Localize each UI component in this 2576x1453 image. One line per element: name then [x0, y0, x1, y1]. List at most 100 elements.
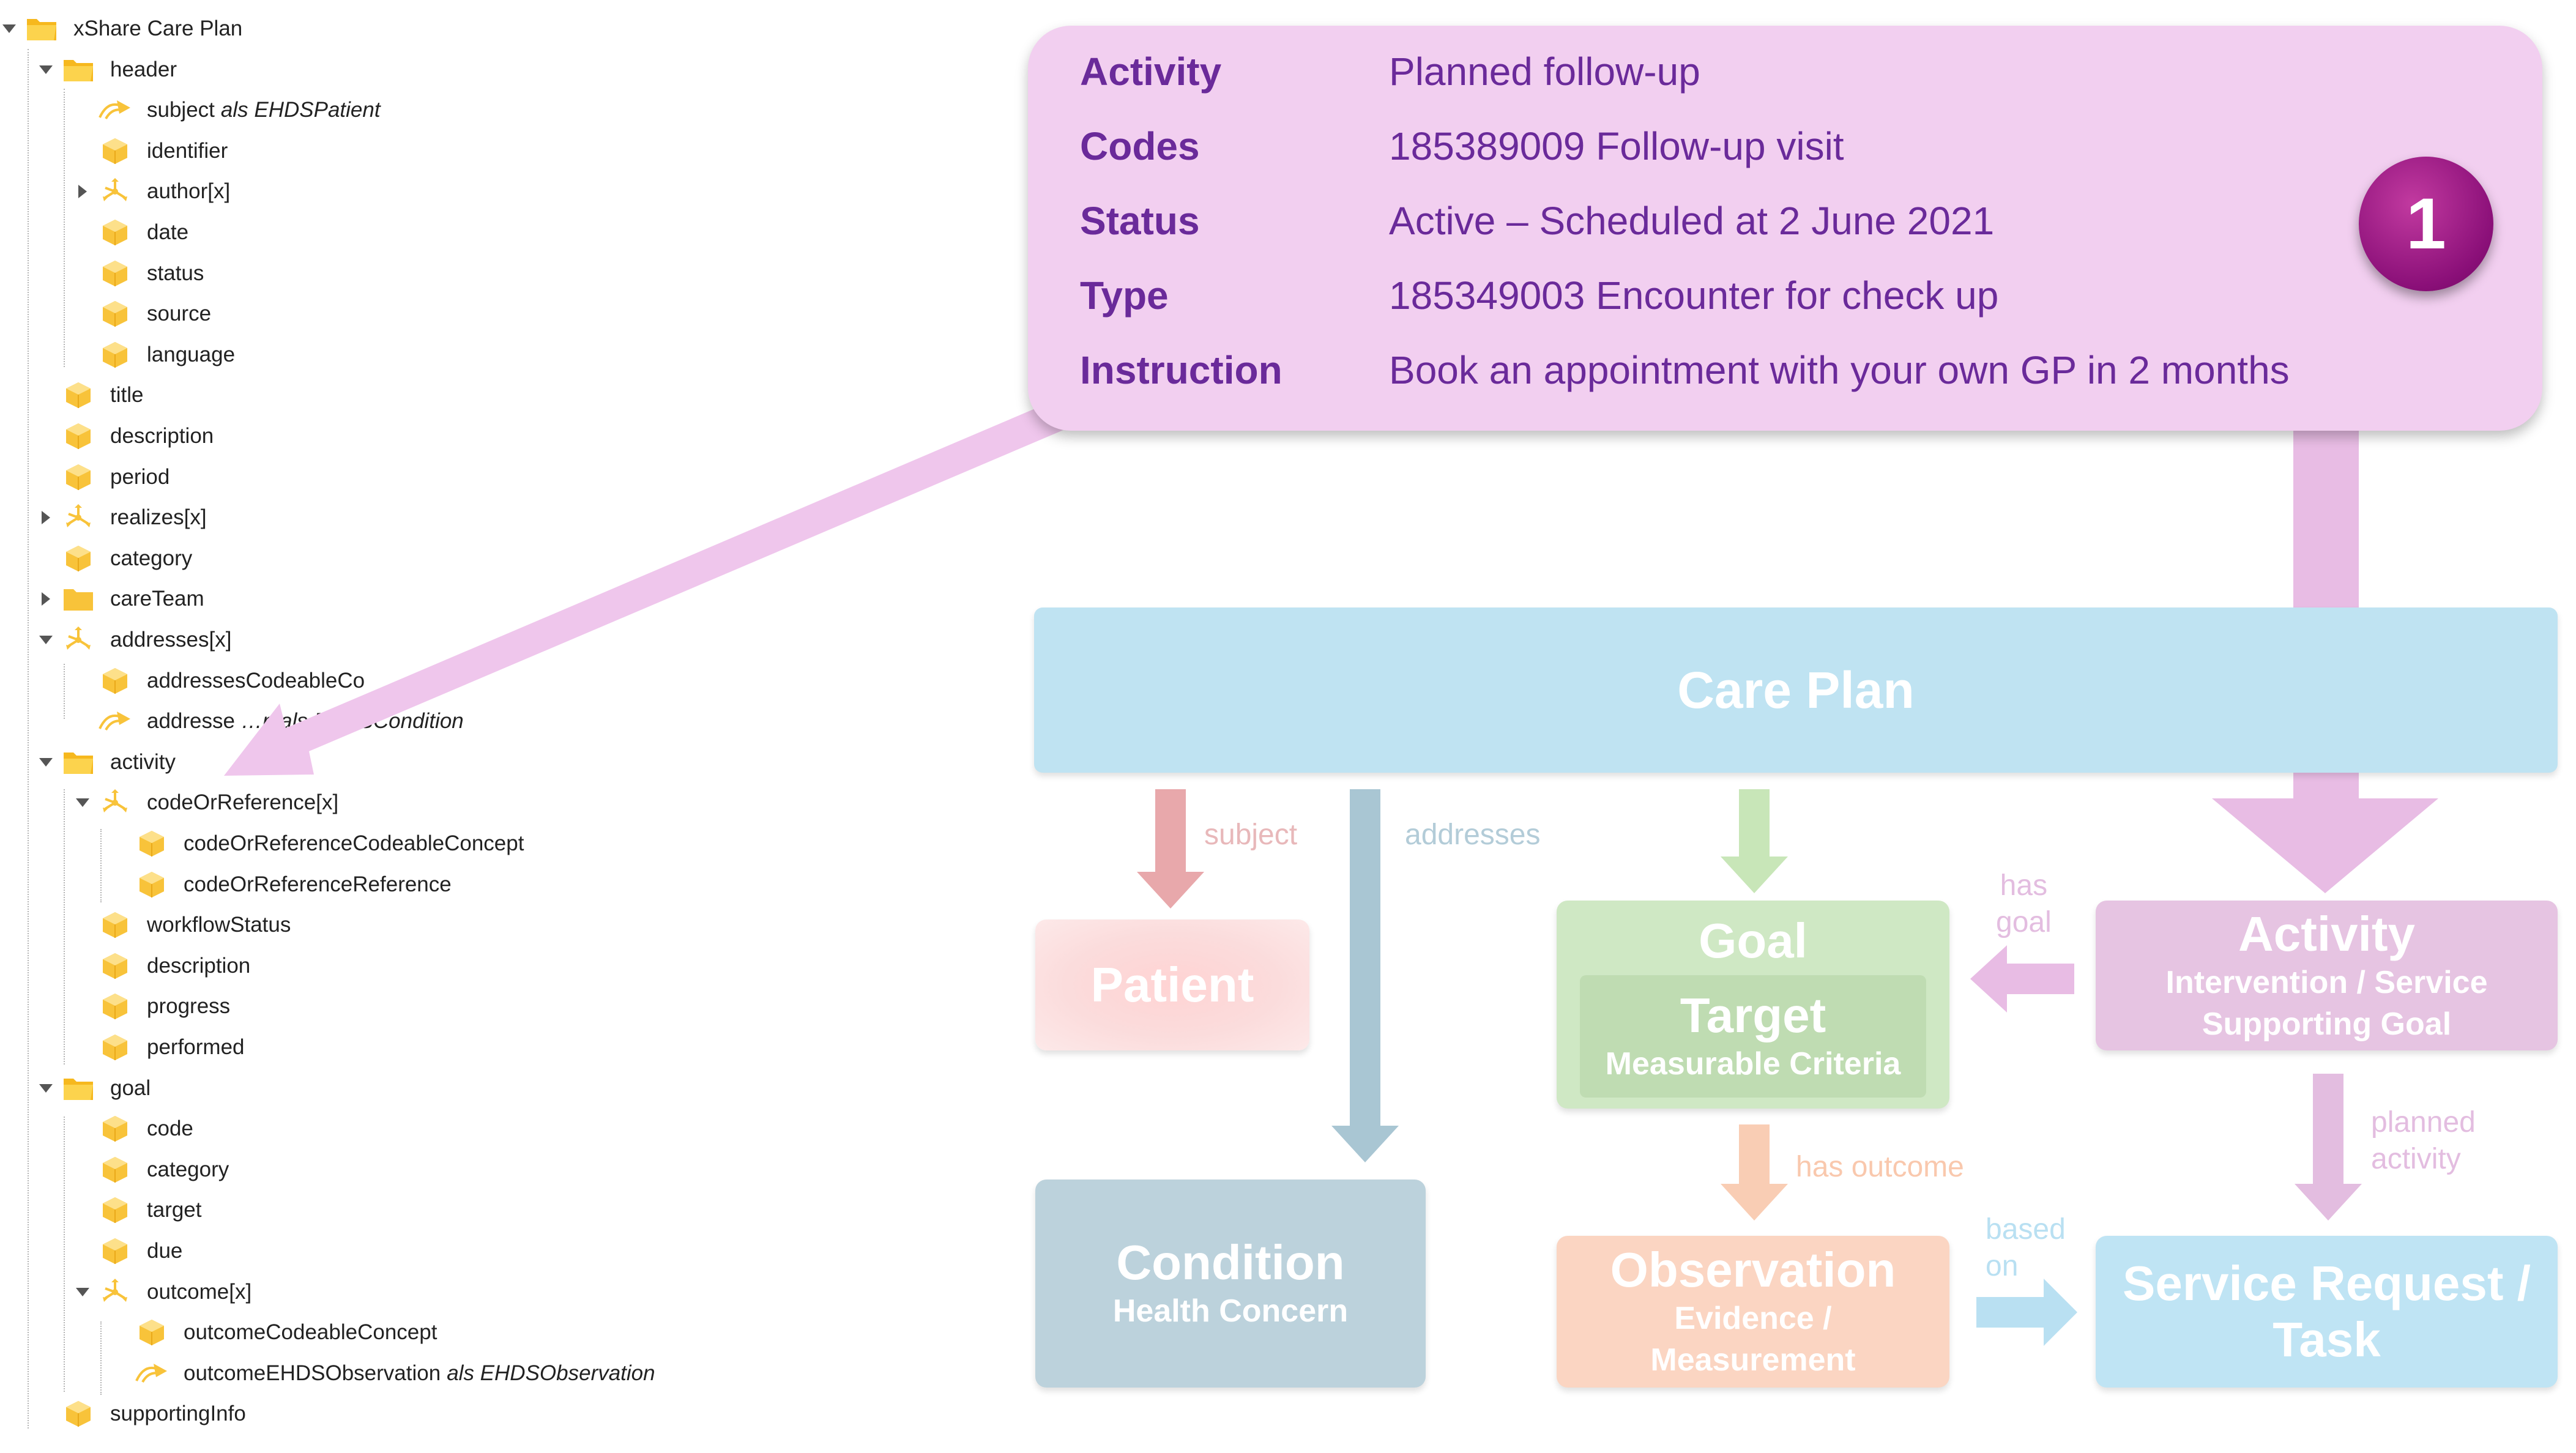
- tree-row[interactable]: category: [73, 1151, 229, 1188]
- tree-row[interactable]: codeOrReference[x]: [73, 784, 338, 821]
- tree-row[interactable]: xShare Care Plan: [0, 10, 242, 47]
- tree-row[interactable]: codeOrReferenceReference: [110, 866, 452, 903]
- open-folder-icon: [61, 53, 95, 87]
- observation-line-2: Measurement: [1650, 1342, 1856, 1378]
- tree-row-label: codeOrReferenceCodeableConcept: [184, 831, 524, 855]
- element-icon: [61, 378, 95, 412]
- choice-icon: [98, 174, 132, 209]
- edge-label-has-goal: has goal: [1996, 868, 2052, 941]
- element-icon: [98, 1153, 132, 1187]
- tree-row[interactable]: realizes[x]: [37, 499, 207, 536]
- choice-icon: [98, 786, 132, 820]
- addresses-arrow: [1331, 789, 1399, 1162]
- tree-row-label: status: [147, 261, 204, 285]
- tree-row-label: careTeam: [110, 587, 204, 611]
- target-label: Target: [1680, 988, 1826, 1043]
- tree-row[interactable]: performed: [73, 1029, 245, 1066]
- tree-row[interactable]: outcome[x]: [73, 1274, 251, 1310]
- tree-guide-line: [64, 664, 65, 719]
- caret-right-icon[interactable]: [37, 590, 55, 608]
- tree-row-label: addresse: [147, 709, 235, 733]
- planned-activity-arrow: [2295, 1074, 2362, 1221]
- open-folder-icon: [24, 12, 59, 46]
- edge-label-based-1: based: [1986, 1213, 2066, 1246]
- tree-row-label: description: [147, 954, 251, 978]
- tree-row[interactable]: codeOrReferenceCodeableConcept: [110, 825, 524, 862]
- caret-right-icon[interactable]: [37, 508, 55, 527]
- tree-row[interactable]: category: [37, 540, 192, 577]
- caret-down-icon[interactable]: [37, 631, 55, 649]
- based-on-arrow: [1976, 1279, 2077, 1346]
- tree-row-label: title: [110, 383, 144, 407]
- tree-row-label: code: [147, 1117, 193, 1140]
- edge-label-has-goal-2: goal: [1996, 906, 2052, 938]
- caret-down-icon[interactable]: [73, 1283, 92, 1301]
- reference-icon: [135, 1356, 169, 1391]
- tree-row-label: description: [110, 424, 214, 448]
- tree-row[interactable]: description: [73, 948, 250, 984]
- edge-label-based-2: on: [1986, 1250, 2019, 1282]
- element-icon: [98, 949, 132, 983]
- tree-row-label: period: [110, 465, 170, 489]
- tree-row[interactable]: code: [73, 1110, 193, 1147]
- tree-row[interactable]: careTeam: [37, 581, 204, 617]
- activity-callout: Activity Planned follow-up Codes 1853890…: [1028, 26, 2542, 431]
- edge-label-has-outcome: has outcome: [1796, 1151, 1964, 1183]
- tree-guide-line: [100, 829, 102, 902]
- open-folder-icon: [61, 1071, 95, 1106]
- tree-row-label: author[x]: [147, 179, 231, 203]
- tree-row[interactable]: source: [73, 295, 211, 332]
- tree-row[interactable]: period: [37, 459, 169, 496]
- tree-row[interactable]: supportingInfo: [37, 1395, 246, 1432]
- tree-row-label: outcomeEHDSObservation: [184, 1361, 441, 1385]
- tree-guide-line: [64, 1117, 65, 1392]
- tree-row[interactable]: addressesCodeableCo: [73, 663, 365, 699]
- reference-icon: [98, 93, 132, 127]
- element-icon: [98, 989, 132, 1024]
- tree-row[interactable]: goal: [37, 1070, 151, 1107]
- edge-label-based-on: based on: [1986, 1211, 2066, 1285]
- callout-value-codes: 185389009 Follow-up visit: [1389, 124, 1844, 168]
- care-plan-box: Care Plan: [1034, 608, 2558, 773]
- element-icon: [98, 1112, 132, 1146]
- element-icon: [135, 827, 169, 861]
- caret-down-icon[interactable]: [0, 20, 18, 38]
- tree-guide-line: [100, 1321, 102, 1395]
- activity-box: Activity Intervention / Service Supporti…: [2096, 901, 2558, 1050]
- tree-row-label: addresses[x]: [110, 628, 232, 652]
- tree-row-label: addressesCodeableCo: [147, 669, 365, 693]
- tree-row[interactable]: language: [73, 336, 235, 373]
- caret-down-icon[interactable]: [37, 61, 55, 79]
- tree-row[interactable]: progress: [73, 988, 230, 1025]
- edge-label-planned-1: planned: [2371, 1106, 2476, 1139]
- tree-row[interactable]: addresses[x]: [37, 622, 231, 658]
- tree-row[interactable]: description: [37, 418, 214, 455]
- activity-label: Activity: [2238, 906, 2415, 961]
- tree-row[interactable]: status: [73, 255, 204, 292]
- tree-row[interactable]: identifier: [73, 133, 228, 169]
- tree-row[interactable]: workflowStatus: [73, 907, 291, 943]
- choice-icon: [61, 623, 95, 657]
- tree-row[interactable]: activity: [37, 744, 176, 781]
- caret-down-icon[interactable]: [37, 753, 55, 771]
- element-icon: [61, 541, 95, 576]
- caret-down-icon[interactable]: [37, 1079, 55, 1098]
- tree-row[interactable]: header: [37, 51, 177, 88]
- tree-row[interactable]: author[x]: [73, 173, 230, 210]
- tree-row-label: category: [147, 1158, 229, 1181]
- tree-row-label: outcomeCodeableConcept: [184, 1320, 437, 1344]
- caret-down-icon[interactable]: [73, 793, 92, 812]
- element-icon: [98, 134, 132, 168]
- activity-line-1: Intervention / Service: [2165, 964, 2488, 1000]
- edge-label-has-goal-1: has: [2000, 869, 2048, 902]
- tree-row-label: performed: [147, 1035, 245, 1059]
- caret-right-icon[interactable]: [73, 182, 92, 201]
- tree-row[interactable]: date: [73, 214, 188, 251]
- tree-row[interactable]: due: [73, 1233, 182, 1269]
- tree-row[interactable]: target: [73, 1192, 202, 1228]
- tree-row[interactable]: outcomeCodeableConcept: [110, 1314, 437, 1351]
- tree-row-label: goal: [110, 1076, 151, 1100]
- tree-row[interactable]: title: [37, 377, 143, 414]
